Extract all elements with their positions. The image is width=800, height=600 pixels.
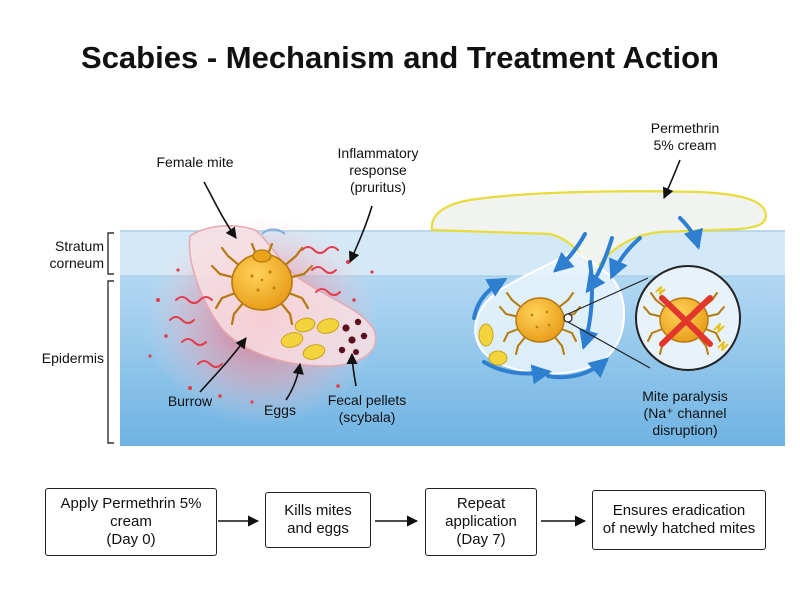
zoom-line-top bbox=[567, 277, 649, 315]
lightning-bolt-icons bbox=[655, 286, 729, 351]
inflammatory-response-label: Inflammatory response (pruritus) bbox=[337, 145, 419, 195]
burrow-entrance-gap bbox=[261, 228, 286, 235]
inflammation-dots bbox=[148, 260, 374, 404]
step-apply-permethrin: Apply Permethrin 5% cream (Day 0) bbox=[45, 488, 217, 556]
eggs bbox=[280, 317, 340, 360]
female-mite-illustration bbox=[210, 242, 314, 326]
female-mite-label: Female mite bbox=[156, 154, 234, 170]
page-title: Scabies - Mechanism and Treatment Action bbox=[81, 40, 719, 75]
permethrin-label: Permethrin 5% cream bbox=[650, 120, 720, 153]
cream-penetration-arrows bbox=[472, 216, 703, 385]
inflammation-squiggles bbox=[169, 246, 341, 368]
fecal-pellets-label: Fecal pellets (scybala) bbox=[327, 392, 407, 425]
mite-paralysis-label: Mite paralysis (Na⁺ channel disruption) bbox=[642, 388, 728, 438]
step-kills-mites: Kills mites and eggs bbox=[265, 492, 371, 548]
eggs-label: Eggs bbox=[264, 402, 296, 418]
zoom-origin bbox=[563, 313, 573, 323]
burrow-label: Burrow bbox=[167, 393, 213, 409]
epidermis-bracket bbox=[107, 280, 114, 444]
step-ensures-eradication: Ensures eradication of newly hatched mit… bbox=[592, 490, 766, 550]
stratum-bracket bbox=[107, 232, 114, 275]
treated-eggs bbox=[478, 323, 508, 366]
label-pointer-arrows bbox=[199, 159, 681, 401]
cross-icon bbox=[659, 295, 713, 347]
epidermis-label: Epidermis bbox=[41, 350, 104, 366]
fecal-pellets bbox=[338, 318, 368, 355]
treated-mite-illustration bbox=[499, 292, 581, 355]
step-repeat-application: Repeat application (Day 7) bbox=[425, 488, 537, 556]
stratum-corneum-label: Stratum corneum bbox=[49, 238, 104, 271]
zoom-line-bottom bbox=[567, 321, 651, 369]
